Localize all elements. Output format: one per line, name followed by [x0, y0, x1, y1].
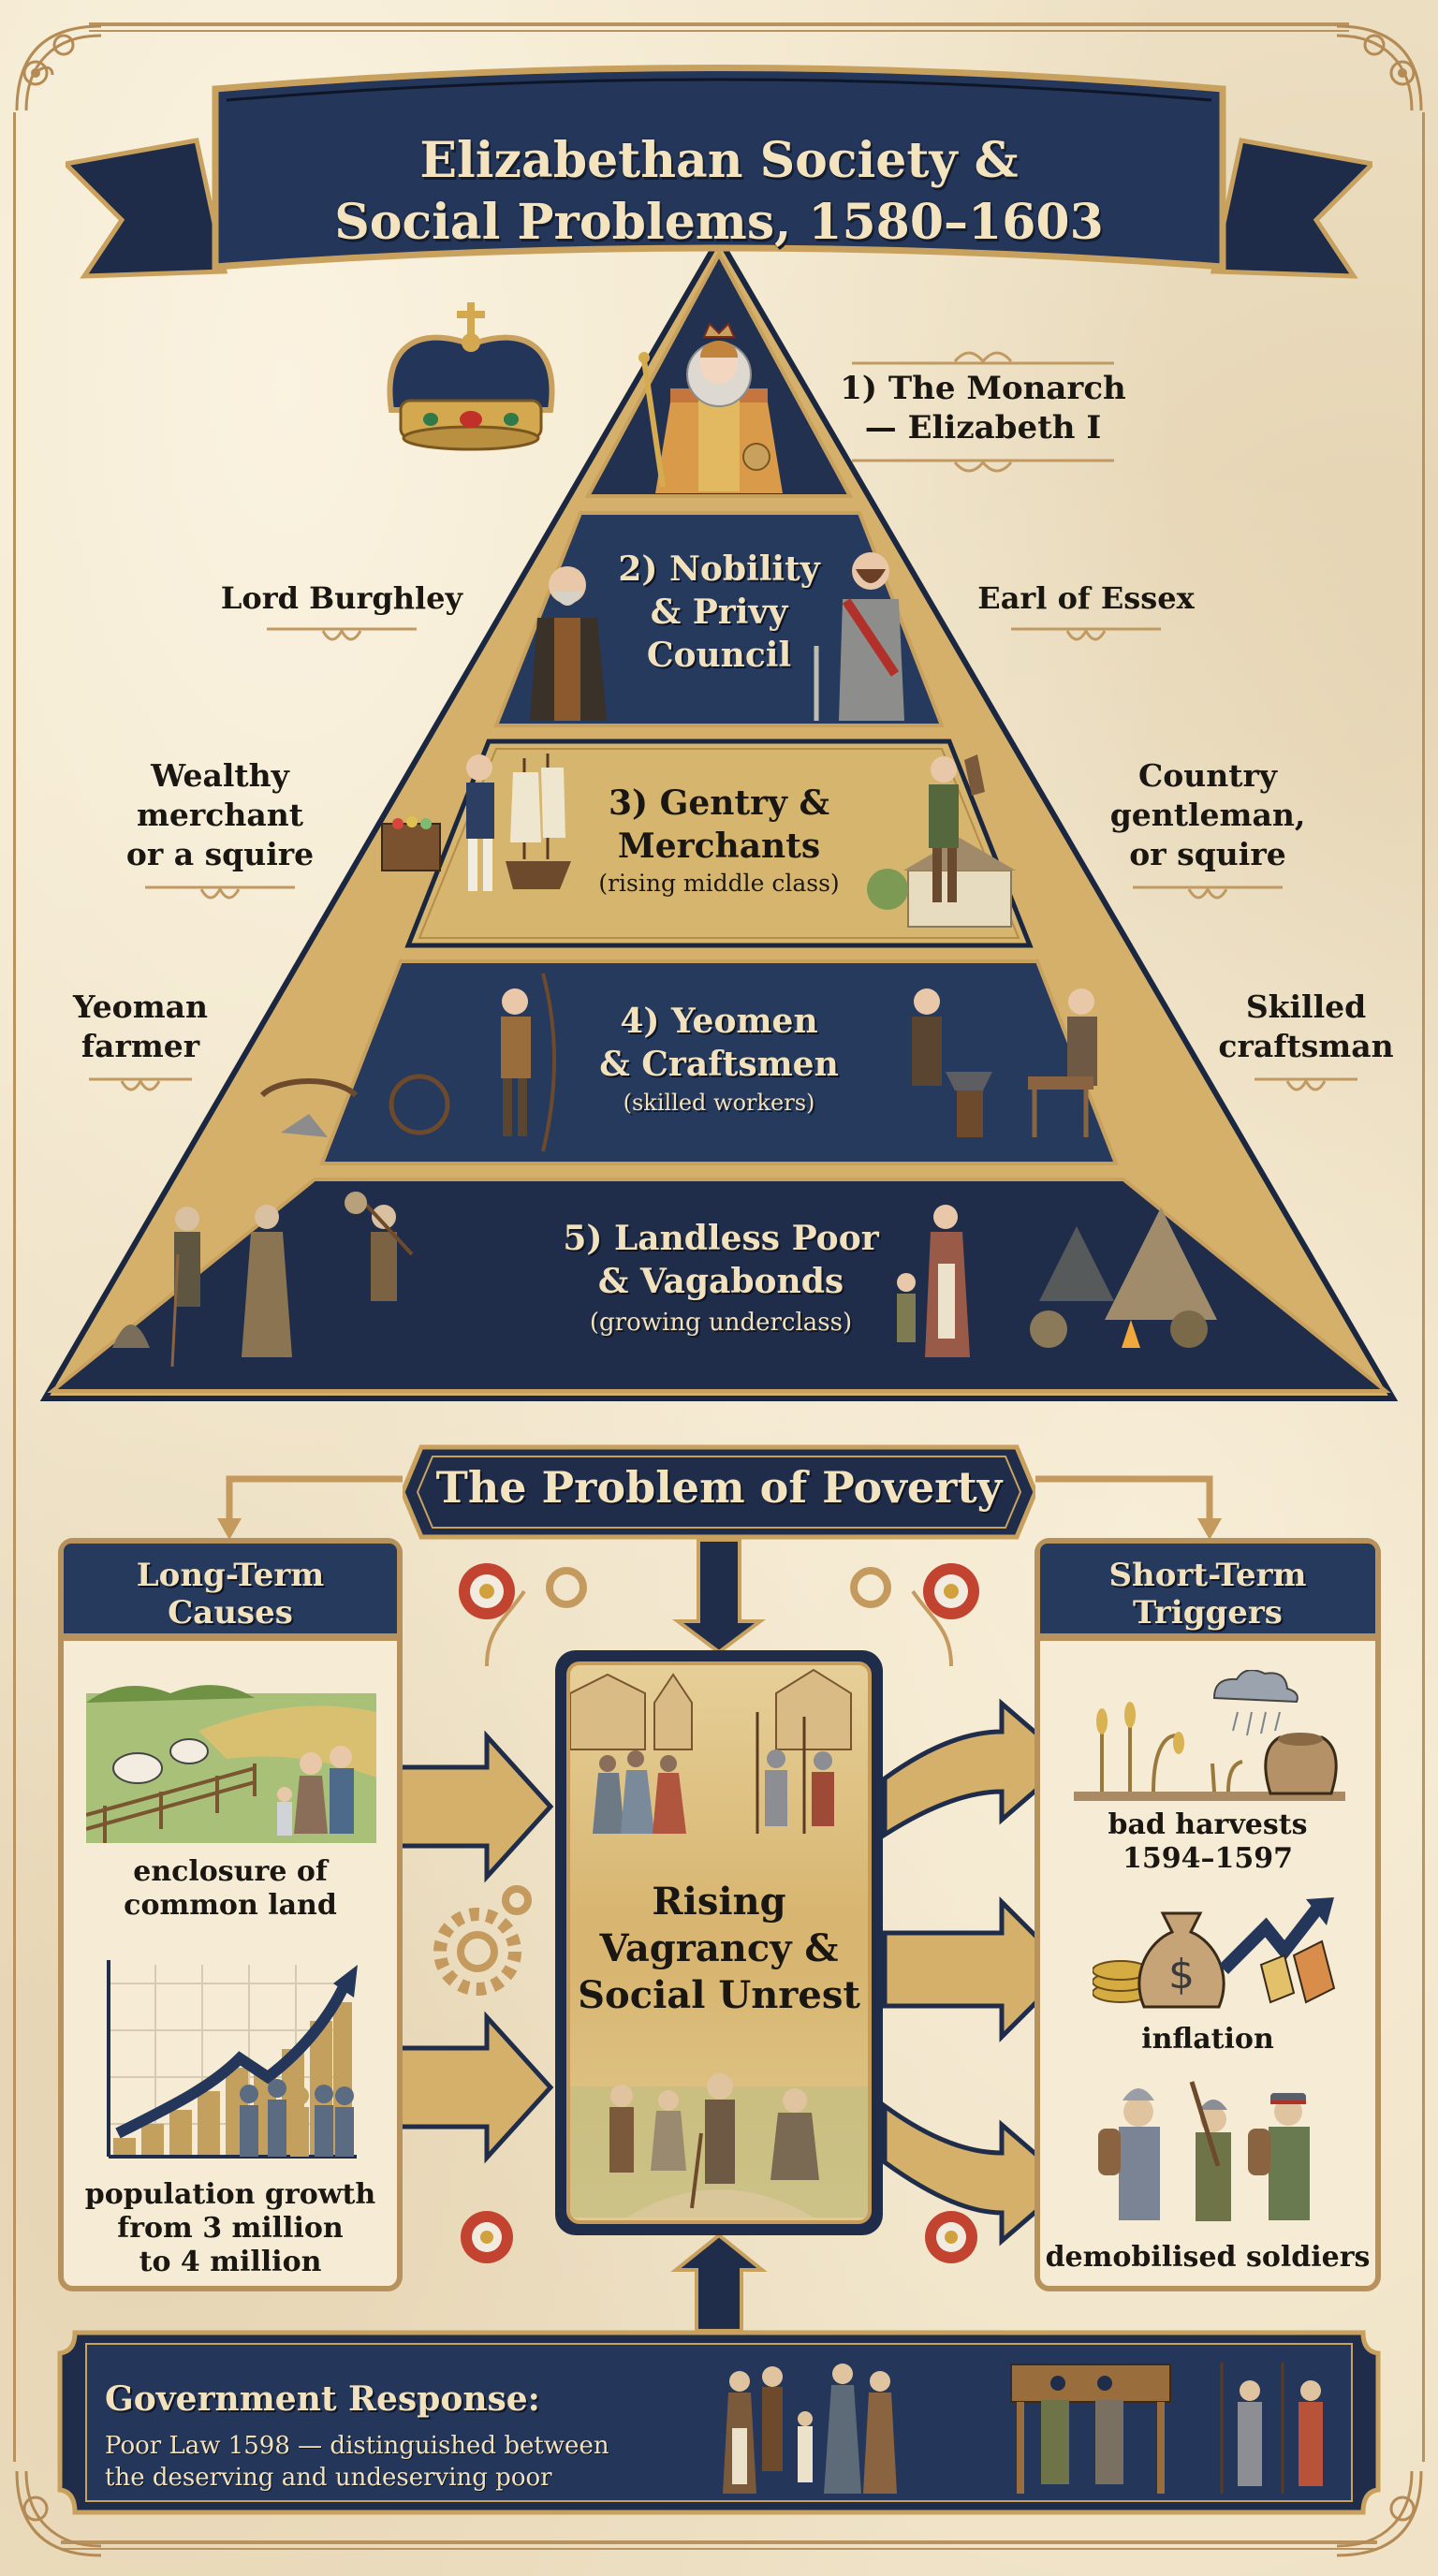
soldiers-caption: demobilised soldiers [1045, 2241, 1371, 2274]
poverty-title-box: The Problem of Poverty [403, 1442, 1035, 1543]
flourish-icon [1133, 886, 1283, 900]
poor-family-camp-illustration [897, 1205, 1217, 1357]
frame-right-line [1422, 112, 1425, 2462]
government-response-box: Government Response: Poor Law 1598 — dis… [56, 2325, 1382, 2520]
tier-3-label: 3) Gentry & Merchants (rising middle cla… [598, 783, 840, 897]
tier-4-label: 4) Yeomen & Craftsmen (skilled workers) [599, 1002, 839, 1116]
vagrants-illustration [570, 2073, 868, 2217]
frame-bottom-line-1 [61, 2540, 1377, 2544]
country-gentleman-illustration [867, 754, 1016, 928]
flourish-icon [1011, 627, 1161, 641]
short-term-triggers-header: Short-Term Triggers [1040, 1544, 1375, 1641]
yeoman-farmer-label: Yeoman farmer [56, 988, 225, 1102]
tudor-rose-icon [925, 2211, 977, 2263]
government-response-body: Poor Law 1598 — distinguished between th… [105, 2432, 609, 2492]
wealthy-merchant-label: Wealthy merchant or a squire [103, 756, 337, 910]
social-pyramid [39, 233, 1399, 1401]
tudor-rose-icon [923, 1563, 979, 1619]
flourish-icon [145, 886, 295, 900]
title-plaque [403, 1444, 1035, 1540]
inflation-caption: inflation [1141, 2023, 1274, 2056]
short-term-triggers-panel: Short-Term Triggers bad harvests 1594–15… [1034, 1538, 1381, 2291]
lord-burghley-illustration [530, 566, 607, 721]
flourish-icon [267, 627, 417, 641]
tier-5-label: 5) Landless Poor & Vagabonds (growing un… [563, 1219, 879, 1337]
long-term-causes-header: Long-Term Causes [64, 1544, 397, 1641]
population-chart-icon [107, 1960, 358, 2159]
tier-2-label: 2) Nobility & Privy Council [618, 549, 820, 675]
earl-of-essex-illustration [814, 552, 904, 721]
flourish-icon [1255, 1077, 1357, 1091]
long-term-causes-panel: Long-Term Causes enclosure of common lan… [58, 1538, 403, 2291]
town-riot-illustration [570, 1668, 852, 1834]
enclosure-caption: enclosure of common land [124, 1855, 337, 1922]
bad-harvests-caption: bad harvests 1594–1597 [1108, 1808, 1308, 1875]
corner-flourish-icon [1336, 24, 1423, 111]
government-response-title: Government Response: [105, 2379, 540, 2419]
title-banner: Elizabethan Society & Social Problems, 1… [66, 51, 1372, 295]
crown-icon [387, 302, 555, 451]
craftsmen-illustration [912, 988, 1097, 1137]
frame-bottom-line-2 [61, 2548, 1377, 2550]
queen-elizabeth-illustration [638, 322, 783, 493]
lord-burghley-label: Lord Burghley [201, 580, 482, 651]
page-title: Elizabethan Society & Social Problems, 1… [334, 132, 1104, 251]
earl-of-essex-label: Earl of Essex [946, 580, 1226, 651]
corner-flourish-icon [1336, 2470, 1423, 2557]
svg-text:$: $ [1168, 1951, 1195, 1998]
skilled-craftsman-label: Skilled craftsman [1208, 988, 1404, 1102]
flourish-icon [89, 1077, 192, 1091]
corner-flourish-icon [15, 24, 102, 111]
poverty-title: The Problem of Poverty [435, 1462, 1003, 1513]
rising-vagrancy-text: Rising Vagrancy & Social Unrest [578, 1880, 860, 2017]
failed-crops-icon [1074, 1670, 1345, 1801]
rising-vagrancy-card: Rising Vagrancy & Social Unrest [555, 1650, 883, 2235]
ribbon-shape [66, 65, 1372, 279]
tudor-rose-icon [459, 1563, 515, 1619]
flourish-icon [852, 459, 1114, 473]
enclosure-field-icon [86, 1685, 376, 1843]
population-caption: population growth from 3 million to 4 mi… [84, 2178, 376, 2278]
tudor-rose-icon [461, 2211, 513, 2263]
flourish-icon [852, 351, 1114, 365]
vagabonds-illustration [112, 1192, 414, 1368]
corner-flourish-icon [15, 2470, 102, 2557]
country-gentleman-label: Country gentleman, or squire [1086, 756, 1329, 910]
frame-top-line-2 [89, 30, 1349, 32]
gear-icon [433, 1567, 891, 1996]
frame-top-line-1 [89, 22, 1349, 26]
yeoman-farmer-illustration [259, 973, 556, 1152]
frame-left-line [13, 112, 16, 2462]
tier-1-label: 1) The Monarch — Elizabeth I [824, 337, 1142, 479]
soldiers-icon [1098, 2081, 1310, 2221]
money-bag-rising-prices-icon: $ [1093, 1897, 1336, 2009]
poor-relief-stocks-guards-illustration [723, 2363, 1323, 2494]
merchant-ship-illustration [381, 754, 571, 891]
